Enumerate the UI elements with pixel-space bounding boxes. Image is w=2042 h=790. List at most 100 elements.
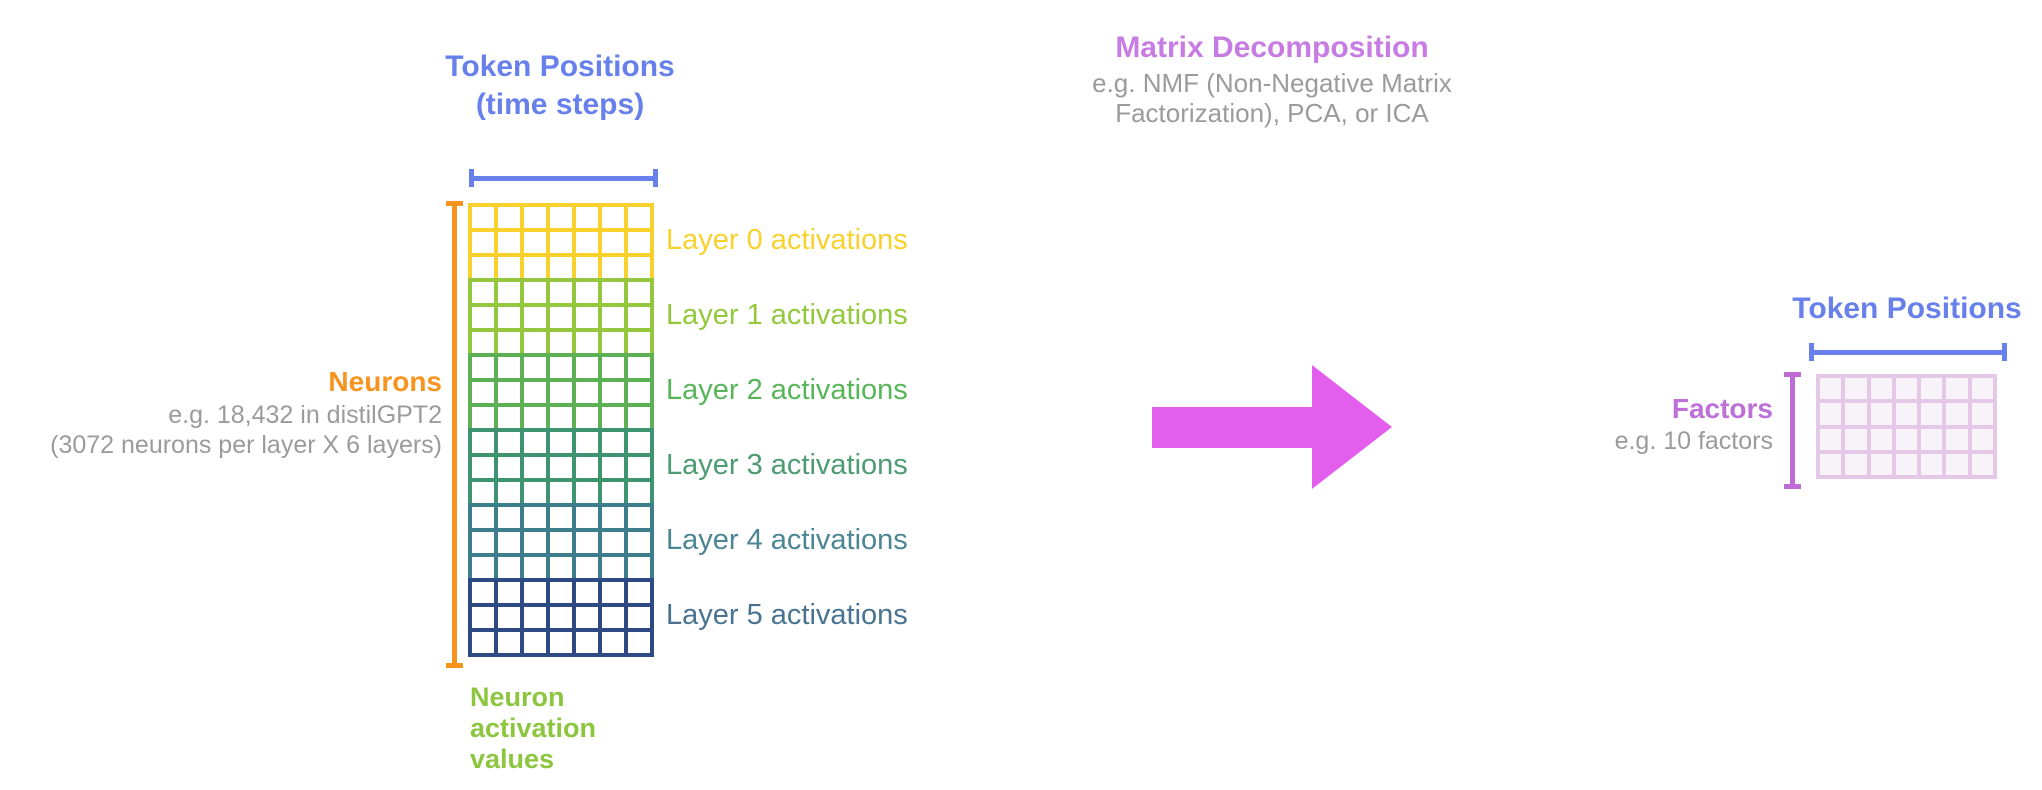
activation-matrix-layer-block	[468, 578, 654, 657]
matrix-cell	[576, 332, 598, 353]
matrix-cell	[472, 307, 494, 328]
caption-line1: Neuron	[470, 682, 565, 712]
matrix-cell	[550, 332, 572, 353]
matrix-cell	[524, 357, 546, 378]
matrix-cell	[576, 482, 598, 503]
matrix-cell	[628, 407, 650, 428]
matrix-cell	[628, 607, 650, 628]
matrix-cell	[524, 607, 546, 628]
matrix-cell	[472, 282, 494, 303]
matrix-decomposition-title: Matrix Decomposition	[1115, 31, 1429, 64]
factor-matrix-cell	[1845, 453, 1867, 475]
matrix-cell	[550, 482, 572, 503]
neurons-bracket	[446, 201, 463, 668]
factors-subtitle: e.g. 10 factors	[1614, 427, 1773, 455]
factor-matrix-cell	[1870, 453, 1892, 475]
neuron-activation-values-label: Neuron activation values	[470, 682, 596, 775]
factor-matrix-cell	[1845, 378, 1867, 400]
matrix-cell	[550, 557, 572, 578]
matrix-cell	[602, 632, 624, 653]
matrix-cell	[550, 207, 572, 228]
matrix-cell	[498, 282, 520, 303]
factor-matrix-cell	[1820, 428, 1842, 450]
matrix-cell	[498, 457, 520, 478]
matrix-cell	[498, 307, 520, 328]
matrix-cell	[524, 457, 546, 478]
token-positions-label-right: Token Positions	[1757, 290, 2042, 328]
matrix-cell	[524, 507, 546, 528]
factor-matrix-cell	[1845, 428, 1867, 450]
activation-matrix-layer-block	[468, 278, 654, 353]
matrix-cell	[576, 407, 598, 428]
factor-matrix-cell	[1971, 378, 1993, 400]
matrix-cell	[498, 532, 520, 553]
matrix-cell	[602, 207, 624, 228]
matrix-cell	[524, 257, 546, 278]
matrix-cell	[550, 457, 572, 478]
matrix-cell	[550, 407, 572, 428]
matrix-cell	[524, 482, 546, 503]
matrix-cell	[524, 432, 546, 453]
factor-matrix-cell	[1870, 403, 1892, 425]
matrix-cell	[576, 582, 598, 603]
matrix-decomposition-subtitle-2: Factorization), PCA, or ICA	[1115, 98, 1429, 128]
right-arrow-shaft	[1152, 407, 1314, 448]
matrix-cell	[498, 357, 520, 378]
factor-matrix-cell	[1870, 428, 1892, 450]
factors-bracket	[1784, 372, 1801, 489]
factor-matrix-cell	[1895, 428, 1918, 450]
matrix-cell	[628, 207, 650, 228]
matrix-decomposition-subtitle-1: e.g. NMF (Non-Negative Matrix	[1092, 68, 1452, 98]
factor-matrix-cell	[1946, 428, 1968, 450]
matrix-cell	[628, 632, 650, 653]
activation-matrix-layer-block	[468, 353, 654, 428]
matrix-cell	[498, 232, 520, 253]
matrix-cell	[524, 232, 546, 253]
factor-matrix-cell	[1971, 453, 1993, 475]
factor-matrix-cell	[1895, 453, 1918, 475]
matrix-cell	[628, 507, 650, 528]
matrix-cell	[550, 632, 572, 653]
matrix-cell	[550, 232, 572, 253]
matrix-cell	[628, 582, 650, 603]
matrix-cell	[472, 632, 494, 653]
factors-title: Factors	[1671, 393, 1773, 424]
matrix-cell	[472, 557, 494, 578]
matrix-cell	[498, 507, 520, 528]
matrix-cell	[524, 207, 546, 228]
matrix-cell	[576, 632, 598, 653]
token-positions-right-text: Token Positions	[1792, 292, 2022, 325]
factor-matrix-cell	[1870, 378, 1892, 400]
factors-label: Factors e.g. 10 factors	[1523, 392, 1773, 456]
factor-matrix-cell	[1921, 453, 1943, 475]
matrix-cell	[498, 382, 520, 403]
factor-matrix-cell	[1971, 403, 1993, 425]
layer-5-activations-label: Layer 5 activations	[666, 599, 908, 631]
layer-1-activations-label: Layer 1 activations	[666, 299, 908, 331]
matrix-cell	[550, 532, 572, 553]
matrix-cell	[472, 482, 494, 503]
matrix-cell	[576, 282, 598, 303]
matrix-cell	[498, 407, 520, 428]
factor-matrix-cell	[1895, 403, 1918, 425]
matrix-cell	[472, 582, 494, 603]
matrix-cell	[550, 607, 572, 628]
matrix-cell	[576, 207, 598, 228]
activation-matrix-layer-block	[468, 203, 654, 278]
matrix-cell	[602, 282, 624, 303]
neurons-subtitle-1: e.g. 18,432 in distilGPT2	[168, 401, 442, 429]
matrix-cell	[498, 607, 520, 628]
matrix-cell	[602, 307, 624, 328]
matrix-cell	[602, 432, 624, 453]
matrix-cell	[628, 532, 650, 553]
matrix-cell	[472, 607, 494, 628]
matrix-cell	[628, 307, 650, 328]
factor-matrix-cell	[1820, 403, 1842, 425]
right-arrow-icon	[1312, 365, 1392, 489]
neurons-label: Neurons e.g. 18,432 in distilGPT2 (3072 …	[50, 364, 442, 460]
matrix-cell	[472, 232, 494, 253]
factor-matrix-cell	[1820, 378, 1842, 400]
matrix-cell	[498, 257, 520, 278]
matrix-cell	[602, 232, 624, 253]
